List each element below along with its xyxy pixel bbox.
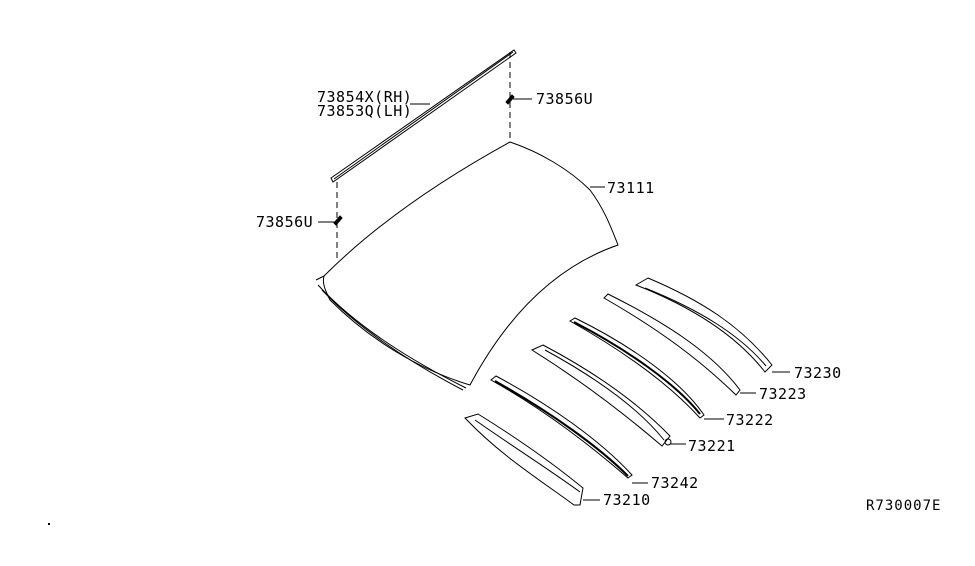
- bow-73242-label: 73242: [651, 474, 699, 492]
- roof-molding-part[interactable]: [330, 49, 517, 183]
- roof-panel-part[interactable]: [315, 141, 619, 391]
- clip-lower-part[interactable]: [318, 215, 343, 226]
- bow-73222-label: 73222: [726, 411, 774, 429]
- bow-73221-part[interactable]: [530, 344, 686, 447]
- rail-73230-label: 73230: [794, 364, 842, 382]
- rail-73210-part[interactable]: [464, 413, 600, 506]
- rail-73230-part[interactable]: [634, 277, 790, 373]
- stray-mark: [48, 523, 50, 525]
- roof-panel-label: 73111: [607, 179, 655, 197]
- clip-upper-part[interactable]: [505, 94, 532, 105]
- bow-73223-label: 73223: [759, 385, 807, 403]
- bow-73223-part[interactable]: [603, 293, 756, 396]
- rail-73210-label: 73210: [603, 491, 651, 509]
- bow-73222-part[interactable]: [569, 317, 724, 420]
- molding-lh-label: 73853Q(LH): [317, 102, 413, 120]
- bow-73242-part[interactable]: [490, 375, 648, 484]
- reference-code: R730007E: [866, 498, 942, 514]
- molding-rh-label: 73854X(RH): [317, 88, 413, 106]
- clip-upper-label: 73856U: [536, 90, 594, 108]
- clip-lower-label: 73856U: [256, 213, 314, 231]
- bow-73221-label: 73221: [688, 437, 736, 455]
